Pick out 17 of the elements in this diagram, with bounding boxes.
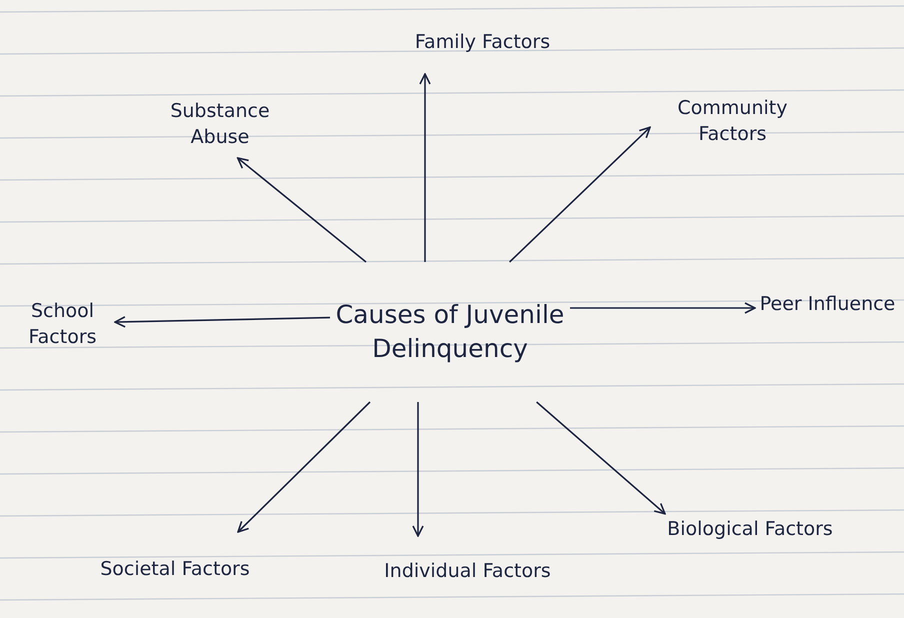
cause-label: Causes of Juvenile Delinquency bbox=[334, 299, 566, 365]
arrow bbox=[570, 302, 756, 314]
arrow bbox=[236, 157, 366, 263]
cause-label: Societal Factors bbox=[100, 557, 250, 582]
arrow bbox=[536, 401, 666, 515]
cause-label: Biological Factors bbox=[667, 517, 833, 542]
arrow bbox=[114, 316, 330, 328]
cause-label: Substance Abuse bbox=[169, 99, 271, 150]
cause-label: Individual Factors bbox=[384, 559, 551, 584]
cause-label: Community Factors bbox=[676, 96, 788, 146]
arrow bbox=[419, 73, 431, 262]
arrow bbox=[509, 126, 651, 263]
arrow bbox=[412, 402, 424, 537]
cause-label: Peer Influence bbox=[760, 292, 896, 318]
cause-label: School Factors bbox=[27, 299, 98, 350]
cause-label: Family Factors bbox=[414, 30, 550, 56]
arrow bbox=[237, 401, 371, 533]
